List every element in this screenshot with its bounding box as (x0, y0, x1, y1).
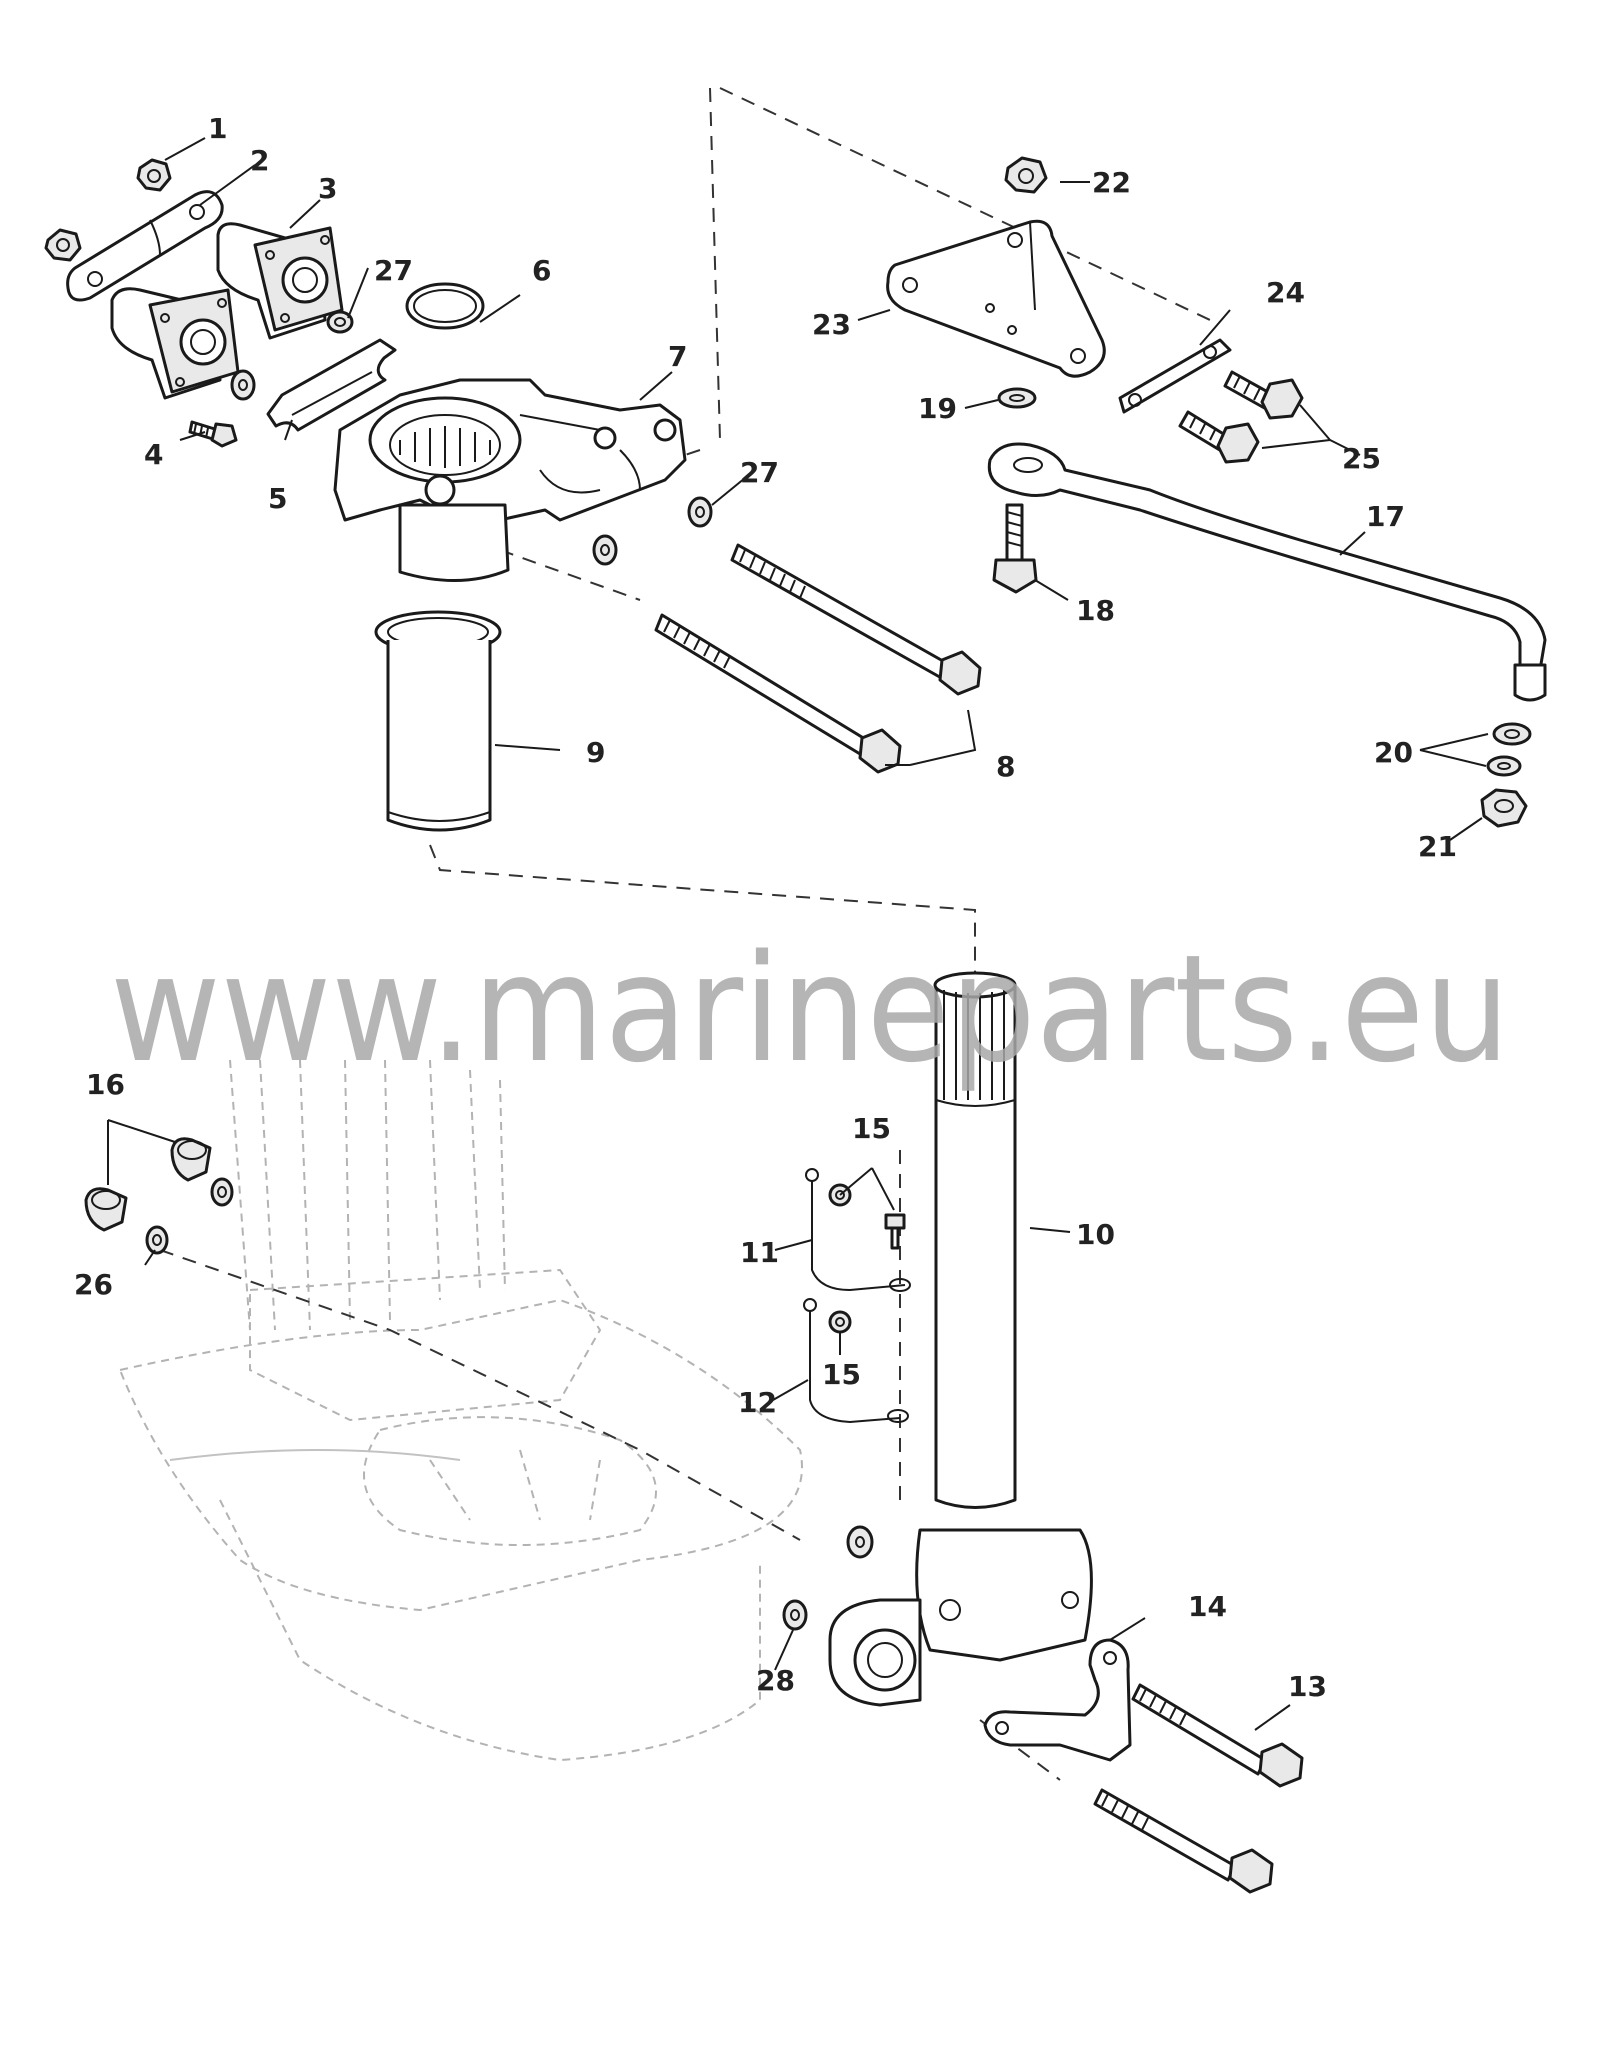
part-9-bushing (374, 610, 502, 832)
callout-23: 23 (812, 308, 851, 341)
callout-19: 19 (918, 392, 957, 425)
part-25-bolt-lower (1178, 410, 1260, 464)
part-3-mount-lower (110, 287, 240, 400)
part-17-tiller-arm (987, 442, 1547, 702)
part-22-nut (1004, 156, 1048, 194)
callout-9: 9 (586, 736, 605, 769)
part-1-nut (136, 158, 172, 192)
part-2-retainer-plate (66, 190, 224, 302)
ghost-drive-shaft-housing (118, 1059, 803, 1762)
part-26-washer (145, 1225, 169, 1255)
part-washer-mid (592, 534, 618, 566)
callout-1: 1 (208, 112, 227, 145)
callout-15-upper: 15 (852, 1112, 891, 1145)
callout-18: 18 (1076, 594, 1115, 627)
watermark-text: www.marineparts.eu (110, 923, 1510, 1095)
part-21-nut (1480, 788, 1528, 828)
part-washer-small (230, 369, 256, 401)
callout-8: 8 (996, 750, 1015, 783)
part-4-screw (188, 420, 238, 448)
part-nut-left (44, 228, 82, 262)
part-7-steering-arm-housing (333, 378, 687, 583)
callout-2: 2 (250, 144, 269, 177)
callout-4: 4 (144, 438, 163, 471)
callout-28: 28 (756, 1664, 795, 1697)
part-8-bolt-lower (654, 613, 902, 774)
part-13-bolt-lower (1093, 1788, 1274, 1894)
part-3-mount-upper (216, 222, 344, 340)
part-washer-lower (846, 1525, 874, 1559)
part-19-washer (997, 387, 1037, 409)
callout-25: 25 (1342, 442, 1381, 475)
part-12-ground-strap (803, 1298, 909, 1424)
part-25-bolt-upper (1223, 370, 1304, 420)
callout-27-right: 27 (740, 456, 779, 489)
callout-17: 17 (1366, 500, 1405, 533)
callout-7: 7 (668, 340, 687, 373)
callout-5: 5 (268, 482, 287, 515)
leader-lines (107, 137, 1489, 1731)
callout-21: 21 (1418, 830, 1457, 863)
part-20-washers (1486, 722, 1532, 777)
part-14-clamp (983, 1638, 1132, 1762)
part-13-bolt-upper (1131, 1683, 1304, 1788)
part-5-strip (266, 338, 397, 432)
part-8-bolt-upper (730, 543, 982, 696)
part-27-washer-right (687, 496, 713, 528)
callout-16: 16 (86, 1068, 125, 1101)
part-28-washer (782, 1599, 808, 1631)
callout-14: 14 (1188, 1590, 1227, 1623)
callout-labels: 1 2 3 4 5 6 7 8 9 10 11 12 13 14 15 15 1… (74, 112, 1457, 1703)
part-23-bracket (886, 219, 1106, 378)
part-washer-16 (210, 1177, 234, 1207)
callout-12: 12 (738, 1386, 777, 1419)
callout-3: 3 (318, 172, 337, 205)
callout-6: 6 (532, 254, 551, 287)
callout-22: 22 (1092, 166, 1131, 199)
callout-24: 24 (1266, 276, 1305, 309)
part-10-steering-tube (828, 971, 1093, 1707)
callout-15-lower: 15 (822, 1358, 861, 1391)
callout-10: 10 (1076, 1218, 1115, 1251)
part-18-bolt (992, 503, 1038, 594)
part-16-plug-upper (170, 1137, 212, 1182)
part-15-screw-c (828, 1310, 852, 1334)
assembly-dashed-lines (159, 87, 1211, 1781)
callout-20: 20 (1374, 736, 1413, 769)
callout-27-upper: 27 (374, 254, 413, 287)
part-24-link-plate (1118, 338, 1232, 414)
callout-13: 13 (1288, 1670, 1327, 1703)
part-6-o-ring (405, 282, 485, 330)
callout-11: 11 (740, 1236, 779, 1269)
part-11-ground-strap (805, 1168, 911, 1292)
part-27-washer-upper (326, 310, 354, 334)
callout-26: 26 (74, 1268, 113, 1301)
part-16-plug-lower (84, 1187, 128, 1232)
part-15-screw-b (884, 1213, 906, 1250)
